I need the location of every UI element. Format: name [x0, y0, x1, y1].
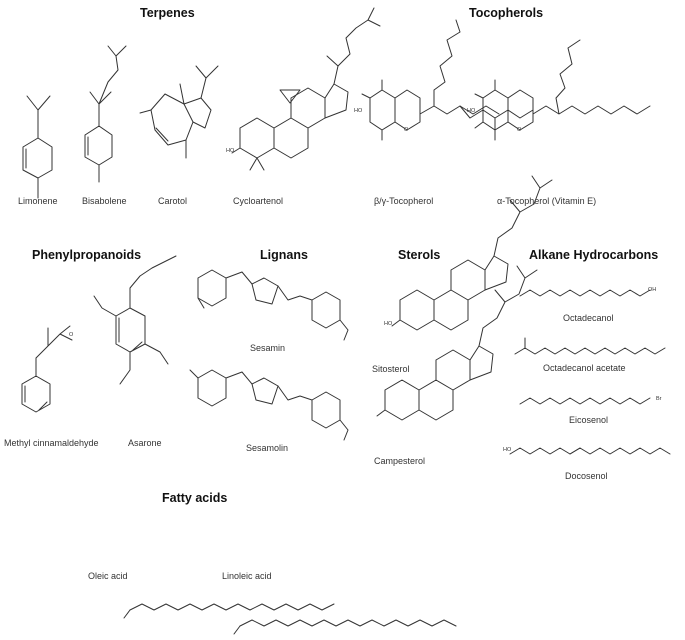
octadecanol-acetate-structure: [515, 338, 665, 354]
label-eicosenol: Eicosenol: [569, 415, 609, 425]
atom-label-ho-sitosterol: HO: [384, 321, 393, 327]
octadecanol-structure: [520, 290, 650, 296]
tocopherol-alpha-structure: [475, 40, 650, 140]
label-linoleic-acid: Linoleic acid: [222, 571, 272, 581]
atom-label-oh-octadecanol: OH: [648, 287, 657, 293]
label-carotol: Carotol: [158, 196, 188, 206]
sitosterol-structure: [392, 176, 552, 330]
docosenol-structure: [510, 448, 670, 454]
atom-label-ho-docosenol: HO: [503, 447, 512, 453]
label-sitosterol: Sitosterol: [372, 364, 410, 374]
sesamin-structure: [198, 270, 348, 340]
label-docosenol: Docosenol: [565, 471, 608, 481]
eicosenol-structure: [520, 398, 650, 404]
label-tocopherol-alpha: α-Tocopherol (Vitamin E): [497, 196, 597, 206]
oleic-acid-structure: [124, 604, 334, 618]
atom-label-o-tocopherol-2: O: [517, 127, 522, 133]
atom-label-ho-tocopherol-2: HO: [467, 108, 476, 114]
heading-alkane-hydrocarbons: Alkane Hydrocarbons: [529, 248, 659, 262]
atom-label-o-tocopherol-1: O: [404, 127, 409, 133]
methyl-cinnamaldehyde-structure: [22, 326, 72, 412]
heading-terpenes: Terpenes: [140, 6, 195, 20]
label-sesamolin: Sesamolin: [246, 443, 289, 453]
label-asarone: Asarone: [128, 438, 162, 448]
label-tocopherol-beta-gamma: β/γ-Tocopherol: [374, 196, 434, 206]
atom-label-ho-tocopherol-1: HO: [354, 108, 363, 114]
bisabolene-structure: [85, 46, 126, 182]
atom-label-br-eicosenol: Br: [656, 396, 662, 402]
label-octadecanol: Octadecanol: [563, 313, 614, 323]
heading-fatty-acids: Fatty acids: [162, 491, 228, 505]
cycloartenol-structure: [232, 8, 380, 170]
label-bisabolene: Bisabolene: [82, 196, 127, 206]
label-limonene: Limonene: [18, 196, 58, 206]
heading-sterols: Sterols: [398, 248, 441, 262]
label-octadecanol-acetate: Octadecanol acetate: [543, 363, 626, 373]
atom-label-o-cinnamaldehyde: O: [69, 332, 74, 338]
campesterol-structure: [377, 266, 537, 420]
linoleic-acid-structure: [234, 620, 456, 634]
limonene-structure: [23, 96, 52, 198]
heading-lignans: Lignans: [260, 248, 308, 262]
label-cycloartenol: Cycloartenol: [233, 196, 284, 206]
carotol-structure: [140, 66, 218, 158]
atom-label-ho-cycloartenol: HO: [226, 148, 235, 154]
label-methyl-cinnamaldehyde: Methyl cinnamaldehyde: [4, 438, 99, 448]
label-campesterol: Campesterol: [374, 456, 426, 466]
label-oleic-acid: Oleic acid: [88, 571, 128, 581]
heading-tocopherols: Tocopherols: [469, 6, 544, 20]
sesamolin-structure: [190, 370, 348, 440]
label-sesamin: Sesamin: [250, 343, 286, 353]
asarone-structure: [94, 256, 176, 384]
heading-phenylpropanoids: Phenylpropanoids: [32, 248, 142, 262]
